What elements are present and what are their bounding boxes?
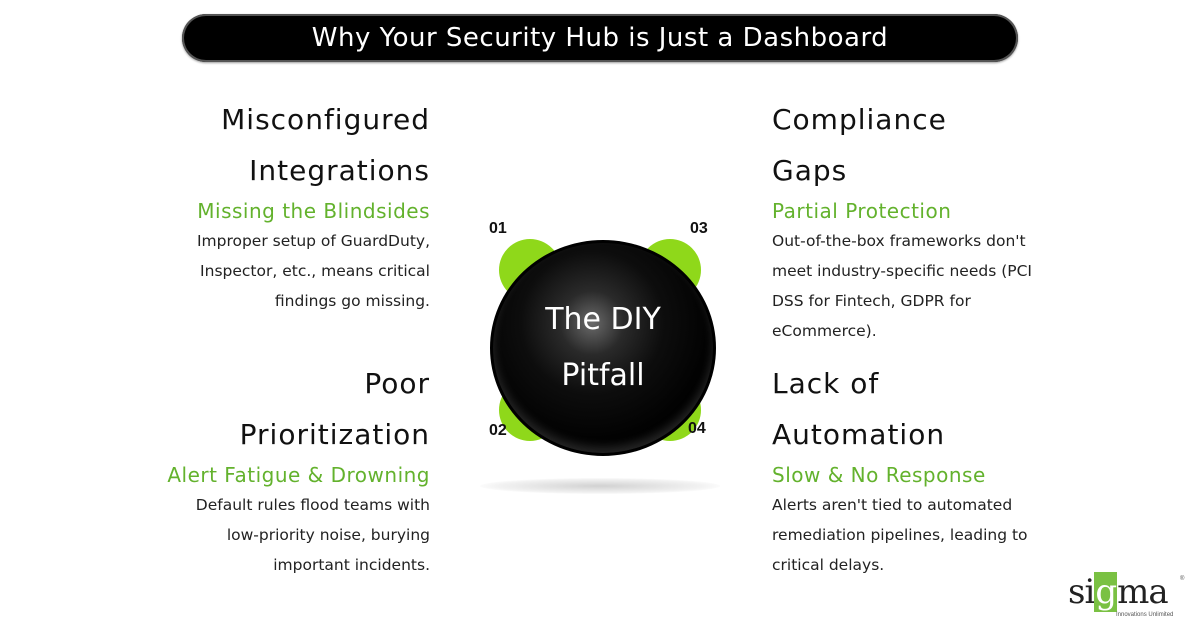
pitfall-body-line: low-priority noise, burying xyxy=(226,526,430,544)
pitfall-body-line: Improper setup of GuardDuty, xyxy=(196,232,430,250)
number-badge-04: 04 xyxy=(688,420,706,437)
pitfall-body-line: meet industry-specific needs (PCI xyxy=(772,262,1033,280)
pitfall-body-line: eCommerce). xyxy=(772,322,877,340)
pitfall-heading: Poor xyxy=(364,367,430,400)
registered-mark: ® xyxy=(1180,576,1185,582)
pitfall-body-line: remediation pipelines, leading to xyxy=(772,526,1028,544)
pitfall-body-line: Alerts aren't tied to automated xyxy=(772,496,1013,514)
number-badge-01: 01 xyxy=(489,220,507,237)
logo-text-part: ma xyxy=(1117,572,1169,612)
pitfall-heading: Compliance xyxy=(772,103,947,136)
pitfall-body-line: Default rules flood teams with xyxy=(195,496,430,514)
pitfall-heading: Lack of xyxy=(772,367,880,400)
number-badge-03: 03 xyxy=(690,220,708,237)
ball-shadow xyxy=(480,478,720,494)
pitfall-body-line: critical delays. xyxy=(772,556,885,574)
pitfall-body-line: Out-of-the-box frameworks don't xyxy=(772,232,1026,250)
page-title: Why Your Security Hub is Just a Dashboar… xyxy=(311,23,889,53)
logo-tagline: Innovations Unlimited xyxy=(1116,612,1174,618)
center-title-line1: The DIY xyxy=(545,302,661,337)
pitfall-body-line: findings go missing. xyxy=(274,292,430,310)
pitfall-subheading: Slow & No Response xyxy=(772,463,986,487)
center-title-line2: Pitfall xyxy=(561,358,645,393)
pitfall-body-line: important incidents. xyxy=(273,556,430,574)
pitfall-subheading: Alert Fatigue & Drowning xyxy=(167,463,430,487)
pitfall-heading: Automation xyxy=(772,418,946,451)
logo-text-part: si xyxy=(1068,572,1095,612)
pitfall-heading: Gaps xyxy=(772,154,848,187)
center-ball: The DIY Pitfall xyxy=(490,240,716,456)
pitfall-heading: Misconfigured xyxy=(221,103,430,136)
pitfall-block-04: Lack of Automation Slow & No Response Al… xyxy=(772,358,1082,580)
pitfall-block-03: Compliance Gaps Partial Protection Out-o… xyxy=(772,94,1082,346)
number-badge-02: 02 xyxy=(489,422,507,439)
title-banner: Why Your Security Hub is Just a Dashboar… xyxy=(182,14,1018,62)
pitfall-subheading: Missing the Blindsides xyxy=(197,199,430,223)
pitfall-block-01: Misconfigured Integrations Missing the B… xyxy=(130,94,430,316)
pitfall-body-line: DSS for Fintech, GDPR for xyxy=(772,292,971,310)
sigma-logo: sigma ® Innovations Unlimited xyxy=(1068,572,1188,622)
pitfall-heading: Prioritization xyxy=(239,418,430,451)
logo-wordmark: sigma xyxy=(1068,572,1188,612)
center-graphic: 01 02 03 04 The DIY Pitfall xyxy=(460,190,740,510)
pitfall-body-line: Inspector, etc., means critical xyxy=(200,262,430,280)
logo-g-mark: g xyxy=(1094,572,1118,612)
pitfall-block-02: Poor Prioritization Alert Fatigue & Drow… xyxy=(130,358,430,580)
pitfall-heading: Integrations xyxy=(249,154,430,187)
pitfall-subheading: Partial Protection xyxy=(772,199,952,223)
